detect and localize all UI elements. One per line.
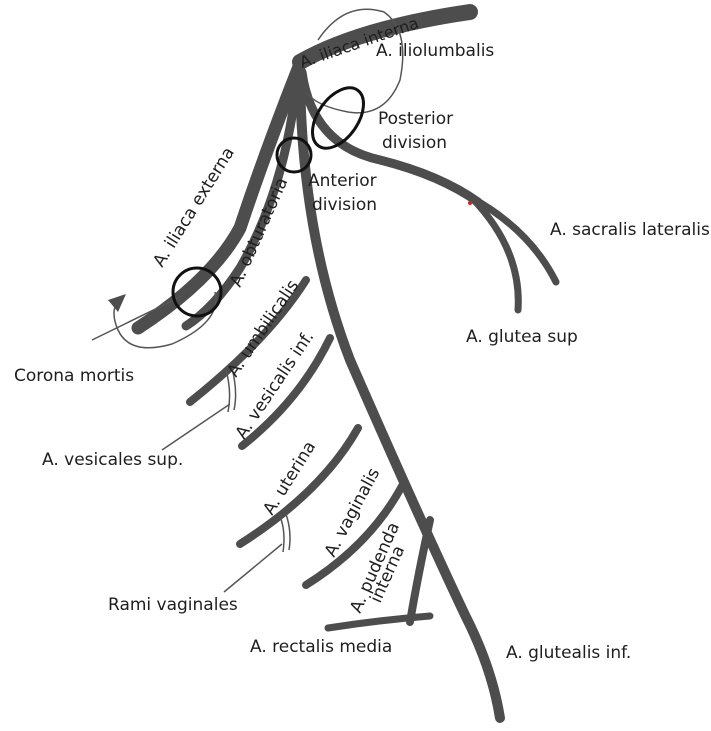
pointer-rami-vaginales	[224, 544, 282, 592]
label-vesicales-sup: A. vesicales sup.	[42, 450, 183, 470]
rami-vaginales-lines-2	[286, 514, 290, 550]
label-rami-vaginales: Rami vaginales	[108, 595, 238, 615]
label-posterior-division-1: Posterior	[378, 109, 453, 129]
corona-mortis-arrowhead	[108, 294, 126, 312]
label-rectalis-media: A. rectalis media	[250, 637, 392, 657]
vessel-pudenda-interna	[410, 520, 430, 622]
rami-vaginales-lines	[280, 516, 284, 552]
label-anterior-division-1: Anterior	[308, 171, 377, 191]
pointer-vesicales-sup	[162, 404, 230, 450]
label-anterior-division-2: division	[312, 195, 377, 215]
marker-dot	[468, 201, 472, 205]
vessel-rectalis-media	[328, 616, 430, 628]
label-sacralis-lateralis: A. sacralis lateralis	[550, 220, 710, 240]
label-glutealis-inf: A. glutealis inf.	[506, 643, 631, 663]
label-corona-mortis: Corona mortis	[14, 366, 134, 386]
label-glutea-sup: A. glutea sup	[466, 327, 578, 347]
label-posterior-division-2: division	[382, 133, 447, 153]
label-iliolumbalis: A. iliolumbalis	[376, 41, 494, 61]
